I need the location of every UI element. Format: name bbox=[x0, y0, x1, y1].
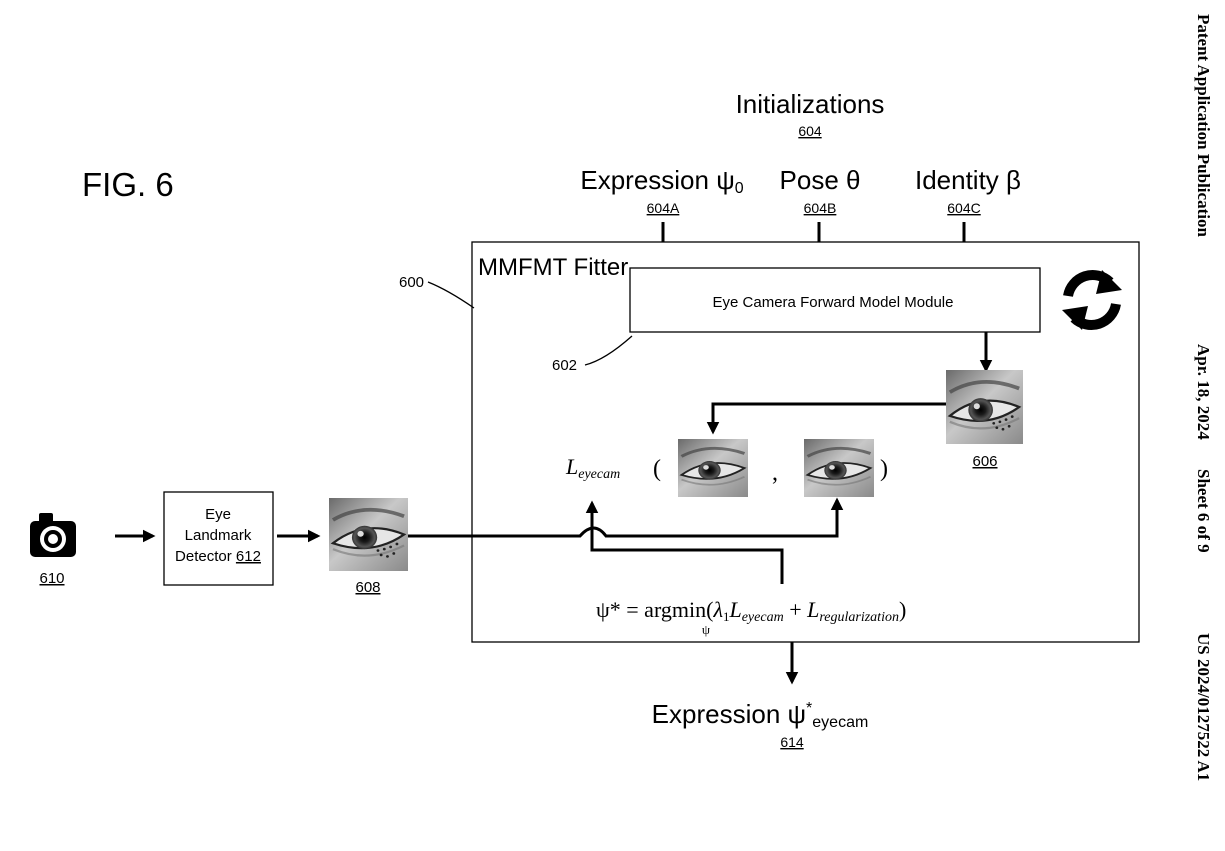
fitter-leader bbox=[427, 281, 475, 309]
captured-eye-image bbox=[329, 498, 408, 571]
loss-image-rendered bbox=[678, 439, 748, 497]
initializations-title: Initializations bbox=[736, 89, 885, 119]
header-number: US 2024/0127522 A1 bbox=[1194, 633, 1213, 781]
output-ref: 614 bbox=[780, 734, 804, 750]
objective-formula: ψ* = argmin(λ1Leyecam + Lregularization) bbox=[596, 597, 906, 625]
objective-under: ψ bbox=[702, 622, 710, 637]
detector-label-line2: Landmark bbox=[185, 527, 252, 544]
loss-open-paren: ( bbox=[653, 456, 661, 482]
forward-model-label: Eye Camera Forward Model Module bbox=[713, 294, 954, 311]
arrow-objective-to-loss bbox=[585, 500, 784, 584]
loss-symbol: Leyecam bbox=[565, 454, 620, 482]
header-publication: Patent Application Publication bbox=[1194, 14, 1213, 237]
loss-comma: , bbox=[772, 460, 778, 486]
detector-label-line3: Detector 612 bbox=[175, 548, 261, 565]
arrow-captured-to-loss bbox=[408, 497, 844, 538]
captured-image-ref: 608 bbox=[355, 579, 380, 596]
rendered-image-ref: 606 bbox=[972, 453, 997, 470]
header-sheet: Sheet 6 of 9 bbox=[1194, 469, 1213, 553]
forward-model-leader bbox=[584, 335, 633, 366]
figure-label: FIG. 6 bbox=[82, 166, 174, 203]
initializations-ref: 604 bbox=[798, 123, 822, 139]
forward-model-box bbox=[629, 267, 1041, 333]
input-identity-ref: 604C bbox=[947, 200, 980, 216]
camera-icon bbox=[30, 513, 76, 557]
detector-box bbox=[163, 491, 274, 586]
camera-ref: 610 bbox=[39, 570, 64, 587]
fitter-label: MMFMT Fitter bbox=[478, 254, 628, 281]
input-expression-ref: 604A bbox=[647, 200, 680, 216]
refresh-icon bbox=[1062, 270, 1122, 330]
forward-model-ref: 602 bbox=[552, 357, 577, 374]
arrow-render-to-loss bbox=[706, 402, 946, 435]
loss-close-paren: ) bbox=[880, 456, 888, 482]
fitter-ref: 600 bbox=[399, 274, 424, 291]
output-label: Expression ψ*eyecam bbox=[652, 699, 869, 731]
loss-image-captured bbox=[804, 439, 874, 497]
input-identity-label: Identity β bbox=[915, 165, 1021, 195]
rendered-eye-image bbox=[946, 370, 1023, 444]
input-pose-ref: 604B bbox=[804, 200, 837, 216]
input-pose-label: Pose θ bbox=[780, 165, 861, 195]
detector-label-line1: Eye bbox=[205, 506, 231, 523]
input-expression-label: Expression ψ0 bbox=[580, 165, 743, 197]
header-date: Apr. 18, 2024 bbox=[1194, 344, 1213, 440]
